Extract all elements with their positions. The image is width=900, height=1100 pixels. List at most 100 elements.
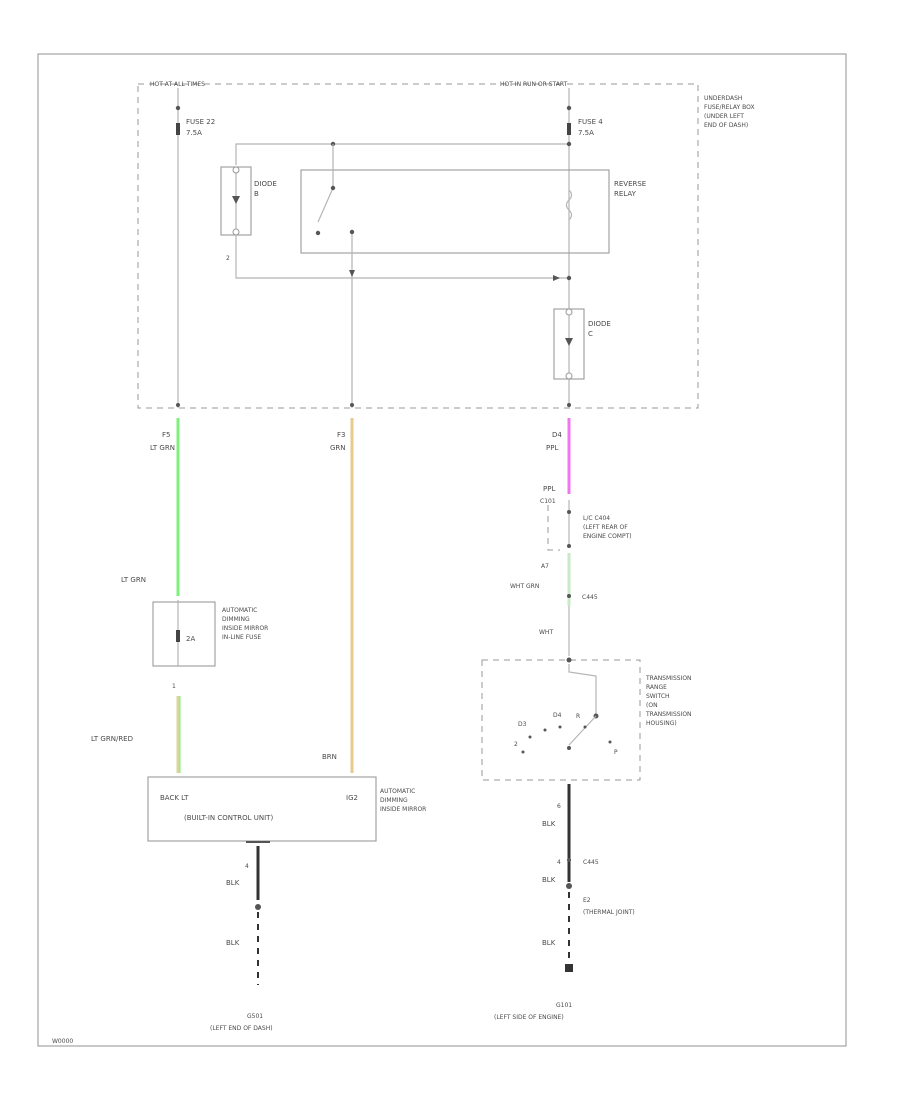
contact-dot xyxy=(558,725,562,729)
c445-label: C445 xyxy=(582,594,598,601)
pin-circle xyxy=(565,372,573,380)
fuse4-label: FUSE 4 xyxy=(578,118,603,126)
pin-label: 2 xyxy=(226,255,230,262)
sw-p-label: P xyxy=(614,749,618,756)
pin-dot xyxy=(567,858,571,862)
pin-a7-label: A7 xyxy=(541,563,549,570)
junction-dot xyxy=(566,105,572,111)
reverse-relay-label: REVERSE RELAY xyxy=(614,180,648,198)
ground-left-label: G501 xyxy=(247,1013,263,1020)
c445b-label: C445 xyxy=(583,859,599,866)
mirror-fuse-icon xyxy=(176,630,180,642)
pin-d4-label: D4 xyxy=(552,431,562,439)
junction-dot xyxy=(330,185,336,191)
pin-circle xyxy=(565,308,573,316)
pin-4-right: 4 xyxy=(557,859,561,866)
auto-mirror-label: AUTOMATIC DIMMING INSIDE MIRROR xyxy=(380,788,426,813)
pin-circle xyxy=(232,228,240,236)
pin-f5-label: F5 xyxy=(162,431,170,439)
wire-ppl-label-2: PPL xyxy=(543,485,555,493)
pin-f3-label: F3 xyxy=(337,431,345,439)
wire-blk-right-2: BLK xyxy=(542,876,556,884)
jc-e2-label: E2 xyxy=(583,897,591,904)
junction-dot xyxy=(175,105,181,111)
hot-run-start-label: HOT IN RUN OR START xyxy=(500,81,568,88)
bicu-label: (BUILT-IN CONTROL UNIT) xyxy=(184,814,273,822)
trans-switch-wire xyxy=(568,664,597,716)
diode-c-label: DIODE C xyxy=(588,320,613,338)
fuse22-icon xyxy=(176,123,180,135)
junction-dot xyxy=(566,141,572,147)
sw-d3-label: D3 xyxy=(518,721,527,728)
connector-c-label: C101 xyxy=(540,498,556,505)
diode-b-label: DIODE B xyxy=(254,180,279,198)
diode-icon xyxy=(232,196,240,204)
pin-dot xyxy=(350,403,354,407)
pin-4-left: 4 xyxy=(245,863,249,870)
wire-blk-label-1: BLK xyxy=(226,879,240,887)
contact-dot xyxy=(528,735,532,739)
contact-dot xyxy=(583,725,587,729)
junction-dot xyxy=(566,275,572,281)
fuse22-amp: 7.5A xyxy=(186,129,202,137)
ig2-label: IG2 xyxy=(346,794,358,802)
splice-dot xyxy=(255,904,261,910)
wire-lt-grn-label-2: LT GRN xyxy=(121,576,146,584)
arrow-icon xyxy=(349,270,355,277)
contact-dot xyxy=(608,740,612,744)
pin-circle xyxy=(232,166,240,174)
contact-dot xyxy=(521,750,525,754)
wire-grn-label: GRN xyxy=(330,444,346,452)
wire-wht-label: WHT xyxy=(539,629,553,636)
trans-switch-contact xyxy=(568,715,597,746)
relay-coil-icon xyxy=(565,189,573,221)
mirror-fuse-label: AUTOMATIC DIMMING INSIDE MIRROR IN-LINE … xyxy=(222,607,270,641)
mirror-fuse-amp: 2A xyxy=(186,635,195,643)
mirror-control-unit-box xyxy=(147,776,377,842)
relay-switch-contact xyxy=(317,187,334,223)
wire-top-link xyxy=(235,143,569,165)
wire-blk-right-3: BLK xyxy=(542,939,556,947)
junction-dot xyxy=(567,746,571,750)
fuse22-label: FUSE 22 xyxy=(186,118,215,126)
sw-2-label: 2 xyxy=(514,741,518,748)
fuse-box-label: UNDERDASH FUSE/RELAY BOX (UNDER LEFT END… xyxy=(704,95,757,129)
reverse-relay-box xyxy=(300,169,610,254)
diode-icon xyxy=(565,338,573,346)
wire-brn-label: BRN xyxy=(322,753,337,761)
c-location-label: L/C C404 (LEFT REAR OF ENGINE COMPT) xyxy=(583,515,632,540)
thermal-joint-label: (THERMAL JOINT) xyxy=(583,909,635,916)
footer-id: W0000 xyxy=(52,1038,73,1045)
wire-lt-grn-red-label: LT GRN/RED xyxy=(91,735,133,743)
arrow-icon xyxy=(553,275,560,281)
lc-connector-outline xyxy=(547,505,560,551)
fuse4-icon xyxy=(567,123,571,135)
junction-dot xyxy=(315,230,321,236)
wire-wht-grn-label: WHT GRN xyxy=(510,583,539,590)
wire-blk-right-1: BLK xyxy=(542,820,556,828)
pin-dot xyxy=(176,403,180,407)
pin-dot xyxy=(567,544,571,548)
pin-6-label: 6 xyxy=(557,803,561,810)
fuse4-amp: 7.5A xyxy=(578,129,594,137)
wire-diode-b-return xyxy=(235,235,569,279)
junction-dot xyxy=(349,229,355,235)
back-lt-label: BACK LT xyxy=(160,794,189,802)
pin-1-label: 1 xyxy=(172,683,176,690)
pin-dot xyxy=(567,594,571,598)
mirror-fuse-box xyxy=(152,601,216,667)
sw-r-label: R xyxy=(576,713,580,720)
sw-d4-label: D4 xyxy=(553,712,562,719)
splice-dot xyxy=(566,883,572,889)
pin-dot xyxy=(566,657,572,663)
hot-at-all-times-label: HOT AT ALL TIMES xyxy=(150,81,205,88)
wire-lt-grn-label: LT GRN xyxy=(150,444,175,452)
ground-icon xyxy=(565,964,573,972)
wire-ppl-label: PPL xyxy=(546,444,558,452)
ground-left-loc: (LEFT END OF DASH) xyxy=(210,1025,273,1032)
ground-right-loc: (LEFT SIDE OF ENGINE) xyxy=(494,1014,564,1021)
diagram-frame xyxy=(37,53,847,1047)
fuse-relay-box xyxy=(137,83,699,409)
pin-dot xyxy=(567,510,571,514)
